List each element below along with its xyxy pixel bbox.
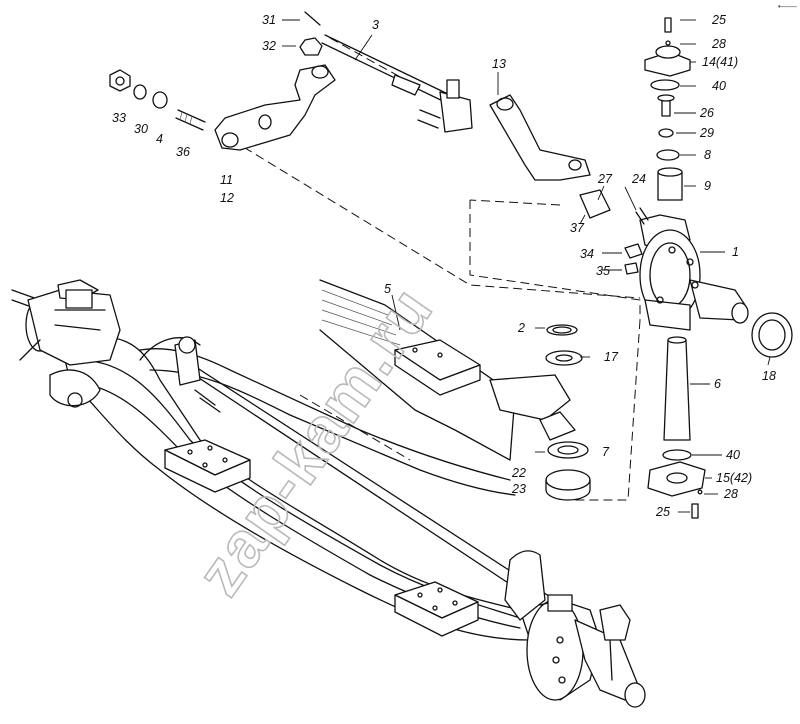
beam-tie-rod-end [174,336,221,413]
callout-13: 13 [492,57,506,71]
lower-kingpin-stack [545,324,706,519]
callout-3: 3 [372,18,379,32]
leader-lines [282,19,771,513]
callout-4: 4 [156,132,163,146]
callout-25-top: 25 [711,13,726,27]
kingpin-stack [644,17,691,201]
callout-7: 7 [602,445,610,459]
right-knuckle-assembly [504,550,646,708]
spring-bracket [319,279,576,461]
corner-mark: •—— [778,2,797,11]
callout-34: 34 [580,247,594,261]
callout-2: 2 [517,321,525,335]
knuckle-arm [489,94,591,181]
callout-32: 32 [262,39,276,53]
callout-40-bottom: 40 [726,448,740,462]
callout-18: 18 [762,369,776,383]
callout-31: 31 [262,13,276,27]
callout-17: 17 [604,350,619,364]
callout-22: 22 [511,466,526,480]
callout-25-bottom: 25 [655,505,670,519]
callout-11: 11 [220,173,233,187]
callout-8: 8 [704,148,711,162]
callout-1: 1 [732,245,739,259]
seal-ring [751,312,793,358]
callout-14-41: 14(41) [702,55,738,69]
callout-24: 24 [631,172,646,186]
callout-26: 26 [699,106,714,120]
callout-37: 37 [570,221,585,235]
callout-6: 6 [714,377,721,391]
callout-28-top: 28 [711,37,726,51]
left-knuckle-assembly [11,279,121,408]
callout-15-42: 15(42) [716,471,752,485]
callout-28-bottom: 28 [723,487,738,501]
callout-5: 5 [384,282,391,296]
fasteners-left [109,11,323,131]
callout-12: 12 [220,191,234,205]
callout-30: 30 [134,122,148,136]
callout-29: 29 [699,126,714,140]
callout-9: 9 [704,179,711,193]
callout-33: 33 [112,111,126,125]
callout-27: 27 [597,172,613,186]
drag-link [321,34,473,133]
steering-knuckle [579,189,749,331]
callout-40-top: 40 [712,79,726,93]
callout-labels: 31 3 32 33 30 4 36 11 12 13 27 37 24 25 … [112,13,776,519]
callout-35: 35 [596,264,610,278]
callout-36: 36 [176,145,190,159]
steering-arm [214,64,336,151]
callout-23: 23 [511,482,526,496]
